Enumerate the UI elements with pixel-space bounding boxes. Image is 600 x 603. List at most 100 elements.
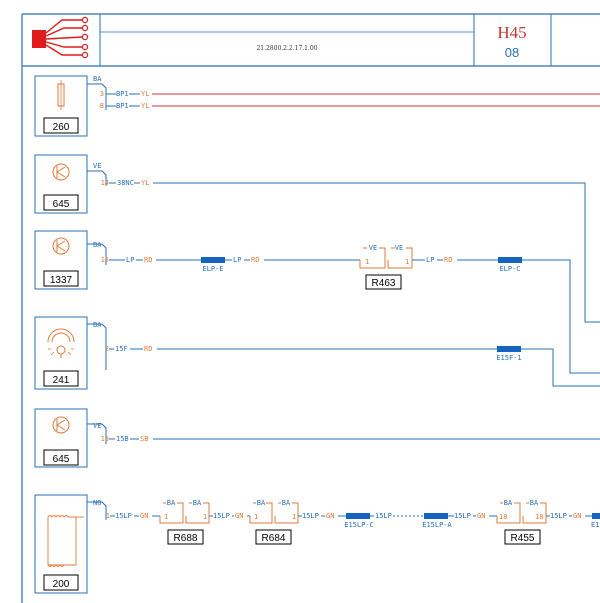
housing-label: NO — [93, 499, 101, 507]
pin-number: 3 — [100, 90, 104, 98]
pin-number: 8 — [100, 102, 104, 110]
connector-r463[interactable]: VE VE 1 1 R463 — [359, 244, 413, 290]
connector-label: R463 — [372, 278, 396, 289]
pin-number: 1 — [106, 512, 110, 520]
wire-signal: 15B — [116, 435, 129, 443]
component-code: 1337 — [50, 275, 73, 286]
connector-housing: BA — [193, 499, 202, 507]
housing-label: BA — [93, 75, 102, 83]
wire-color: YL — [141, 102, 149, 110]
connector-housing: BA — [257, 499, 266, 507]
housing-bracket — [87, 243, 107, 265]
connector-housing: BA — [282, 499, 291, 507]
connector-pin: 1 — [164, 513, 168, 521]
wire-signal: 38NC — [117, 179, 134, 187]
splice-label: E15F-1 — [496, 354, 521, 362]
header-sub: 08 — [505, 45, 519, 60]
pin-number: 2 — [105, 345, 109, 353]
connector-label: R688 — [174, 533, 198, 544]
wire-signal: LP — [126, 256, 134, 264]
wire-color: SB — [140, 435, 148, 443]
splice-elp-e[interactable] — [201, 257, 225, 263]
connector-housing: BA — [530, 499, 539, 507]
wire-color: RD — [144, 256, 152, 264]
connector-r455[interactable]: BA BA 18 18 R455 — [496, 499, 547, 545]
connector-r688[interactable]: BA BA 1 1 R688 — [159, 499, 210, 545]
connector-pin: 18 — [499, 513, 507, 521]
splice-elp-c[interactable] — [498, 257, 522, 263]
connector-pin: 18 — [535, 513, 543, 521]
component-200-heater[interactable]: 200 — [34, 494, 88, 594]
header-center-text: 21.2800.2.2.17.1.00 — [256, 45, 317, 52]
component-code: 645 — [53, 199, 70, 210]
splice-e15lp-a[interactable] — [424, 513, 448, 519]
component-241-lamp[interactable]: 241 — [34, 316, 88, 390]
wire-color: GN — [140, 512, 148, 520]
pin-number: 15 — [101, 256, 109, 264]
housing-label: VE — [93, 422, 101, 430]
wire-signal: 15LP — [115, 512, 132, 520]
connector-label: R455 — [511, 533, 535, 544]
wire-signal: 15LP — [213, 512, 230, 520]
splice-label: E1 — [591, 521, 599, 529]
wire-signal: BP1 — [116, 90, 129, 98]
connector-housing: VE — [369, 244, 377, 252]
splice-label: ELP-C — [499, 265, 520, 273]
housing-label: BA — [93, 321, 102, 329]
wire-signal: 15LP — [302, 512, 319, 520]
component-code: 241 — [53, 375, 70, 386]
wire-15f-rd-b[interactable] — [521, 348, 600, 387]
wire-signal: 15LP — [550, 512, 567, 520]
switch-icon — [52, 416, 70, 434]
splice-label: ELP-E — [202, 265, 223, 273]
splice-e15f-1[interactable] — [497, 346, 521, 352]
connector-label: R684 — [262, 533, 286, 544]
splice-label: E15LP-A — [422, 521, 452, 529]
wire-38nc-yl[interactable] — [153, 182, 600, 323]
wire-signal: 15LP — [454, 512, 471, 520]
splice-e1[interactable] — [592, 513, 600, 519]
housing-bracket — [87, 423, 107, 444]
lamp-icon — [47, 328, 75, 358]
wire-color: RD — [444, 256, 452, 264]
connector-housing: BA — [167, 499, 176, 507]
component-code: 645 — [53, 454, 70, 465]
switch-icon — [52, 237, 70, 255]
wire-color: GN — [573, 512, 581, 520]
wire-lp-rd-d[interactable] — [522, 259, 600, 374]
connector-pin: 1 — [254, 513, 258, 521]
housing-label: BA — [93, 241, 102, 249]
pin-number: 14 — [101, 179, 109, 187]
wire-signal: LP — [426, 256, 434, 264]
housing-bracket — [87, 501, 107, 520]
component-645-switch-a[interactable]: 645 — [34, 154, 88, 214]
connector-pin: 1 — [405, 258, 409, 266]
wire-color: YL — [141, 90, 149, 98]
wire-color: YL — [141, 179, 149, 187]
housing-bracket — [87, 323, 107, 370]
connector-pin: 1 — [292, 513, 296, 521]
component-code: 260 — [53, 122, 70, 133]
wire-signal: BP1 — [116, 102, 129, 110]
harness-logo — [32, 16, 89, 59]
wire-color: GN — [326, 512, 334, 520]
splice-e15lp-c[interactable] — [346, 513, 370, 519]
wire-color: GN — [235, 512, 243, 520]
connector-r684[interactable]: BA BA 1 1 R684 — [249, 499, 299, 545]
switch-icon — [52, 163, 70, 181]
connector-pin: 1 — [203, 513, 207, 521]
connector-housing: VE — [395, 244, 403, 252]
wire-signal: 15LP — [375, 512, 392, 520]
housing-label: VE — [93, 162, 101, 170]
housing-bracket — [87, 83, 107, 110]
component-645-switch-b[interactable]: 645 — [34, 408, 88, 468]
pin-number: 19 — [101, 435, 109, 443]
wire-signal: 15F — [115, 345, 128, 353]
component-code: 200 — [53, 579, 70, 590]
component-1337-switch[interactable]: 1337 — [34, 230, 88, 290]
splice-label: E15LP-C — [344, 521, 374, 529]
component-260-fuse[interactable]: 260 — [34, 75, 88, 137]
wire-color: RD — [251, 256, 259, 264]
wire-color: RD — [144, 345, 152, 353]
